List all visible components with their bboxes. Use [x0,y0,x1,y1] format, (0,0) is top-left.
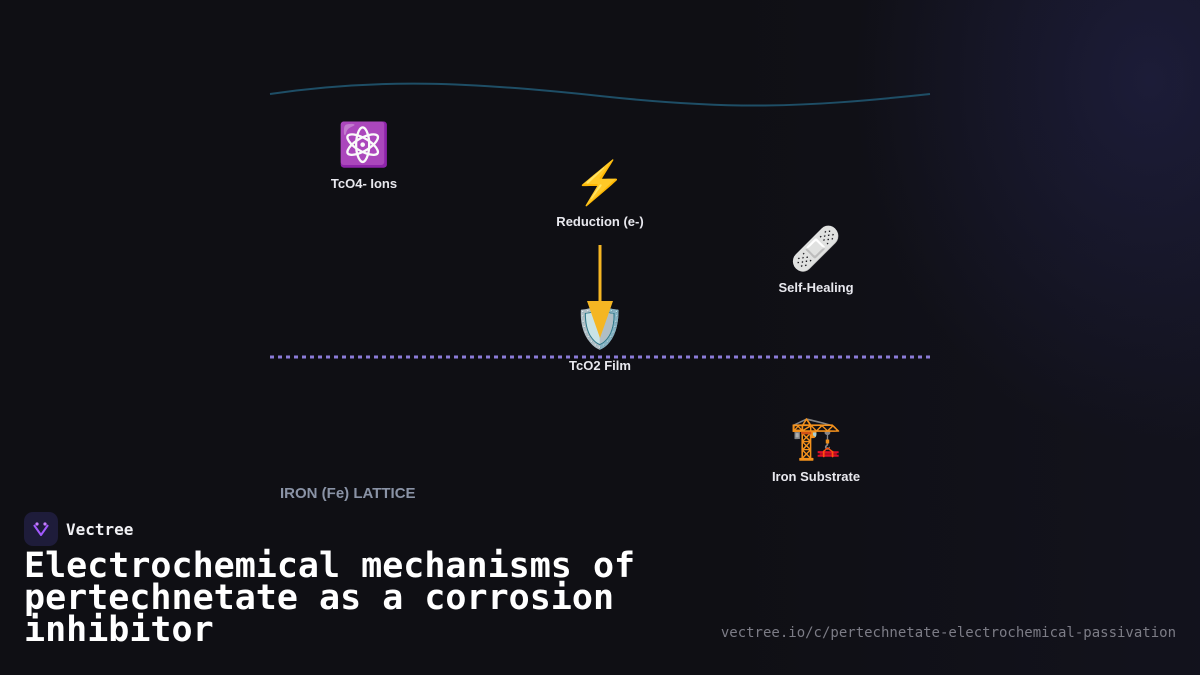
node-label: TcO4- Ions [330,176,398,191]
brand: Vectree [24,512,133,546]
source-url: vectree.io/c/pertechnetate-electrochemic… [720,625,1176,641]
lightning-icon: ⚡ [573,159,627,206]
node-label: Iron Substrate [771,469,861,484]
solution-wave-line [269,82,931,107]
node-tco4-ions: ⚛️ TcO4- Ions [331,120,397,191]
node-label: Reduction (e-) [556,214,644,229]
node-reduction: ⚡ Reduction (e-) [556,158,643,229]
reduction-arrow-head [587,301,613,338]
brand-name: Vectree [66,519,134,539]
page-title: Electrochemical mechanisms of pertechnet… [24,546,636,650]
lattice-label: IRON (Fe) LATTICE [280,485,416,502]
atom-icon: ⚛️ [337,121,391,168]
node-self-healing: 🩹 Self-Healing [778,224,853,295]
bandage-icon: 🩹 [789,225,843,272]
vectree-logo-icon [24,512,58,546]
node-label: Self-Healing [778,280,854,295]
node-label: TcO2 Film [569,358,631,373]
node-iron-substrate: 🏗️ Iron Substrate [772,413,860,484]
crane-icon: 🏗️ [789,414,843,461]
